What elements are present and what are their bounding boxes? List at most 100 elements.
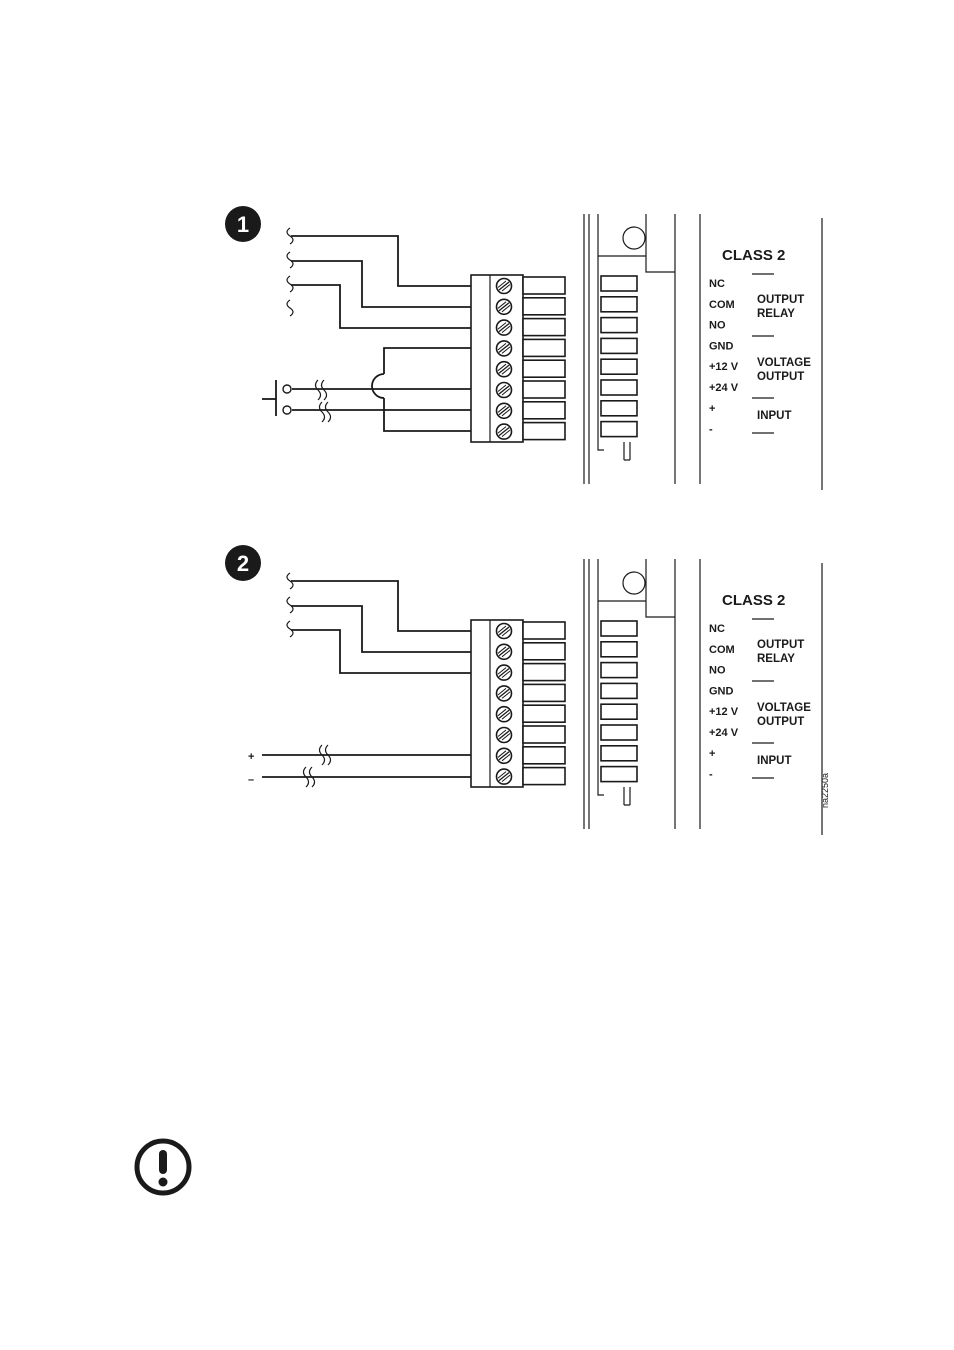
terminal-plug-pin — [523, 747, 565, 764]
terminal-plug-pin — [523, 664, 565, 681]
pin-label: COM — [709, 644, 735, 656]
wire-break-symbols — [287, 228, 293, 316]
figure-id: na2250a — [820, 773, 830, 808]
terminal-plug-pin — [523, 381, 565, 398]
terminal-screw — [497, 728, 512, 743]
relay-wires — [291, 236, 472, 328]
pin-label: GND — [709, 685, 734, 697]
input-plus-label: + — [248, 751, 254, 763]
device-socket — [601, 359, 637, 374]
terminal-screw — [497, 686, 512, 701]
terminal-screw — [497, 320, 512, 335]
device-socket — [601, 767, 637, 782]
group-label: OUTPUT — [757, 371, 804, 383]
terminal-plug-pin — [523, 705, 565, 722]
pin-label: +12 V — [709, 361, 739, 373]
terminal-screw — [497, 769, 512, 784]
wiring-diagram-2: 2 + – — [0, 545, 954, 850]
group-label: RELAY — [757, 308, 795, 320]
pin-label: GND — [709, 340, 734, 352]
terminal-screw — [497, 362, 512, 377]
terminal-screw — [497, 748, 512, 763]
wire-break-symbols — [287, 573, 293, 637]
pin-label: NO — [709, 665, 726, 677]
terminal-screw — [497, 665, 512, 680]
label-panel: CLASS 2 NC COM NO GND +12 V +24 V + - OUTPUT REL… — [709, 592, 811, 781]
device-socket — [601, 297, 637, 312]
device-socket — [601, 621, 637, 636]
device-socket — [601, 401, 637, 416]
terminal-screw — [497, 624, 512, 639]
pin-label: + — [709, 403, 715, 415]
pin-label: NO — [709, 320, 726, 332]
terminal-plug-pin — [523, 684, 565, 701]
group-label: OUTPUT — [757, 716, 804, 728]
terminal-plug-pin — [523, 298, 565, 315]
device-socket — [601, 683, 637, 698]
switch-wiring — [262, 348, 472, 431]
terminal-block — [471, 275, 565, 442]
group-label: VOLTAGE — [757, 702, 811, 714]
terminal-screw — [497, 707, 512, 722]
group-label: OUTPUT — [757, 294, 804, 306]
terminal-plug-pin — [523, 277, 565, 294]
group-label: INPUT — [757, 410, 792, 422]
pin-label: NC — [709, 278, 725, 290]
device-socket — [601, 642, 637, 657]
step-badge-1: 1 — [225, 206, 261, 242]
device-panel — [584, 559, 822, 835]
device-socket — [601, 663, 637, 678]
pin-label: NC — [709, 623, 725, 635]
terminal-screw — [497, 644, 512, 659]
panel-title: CLASS 2 — [722, 592, 785, 609]
relay-wires — [291, 581, 472, 673]
pin-label: - — [709, 424, 713, 436]
device-panel — [584, 214, 822, 490]
label-panel: CLASS 2 NC COM NO GND +12 V +24 V + - OUTPUT REL… — [709, 247, 811, 436]
terminal-plug-pin — [523, 726, 565, 743]
svg-text:2: 2 — [237, 551, 249, 576]
wiring-diagram-1-svg: 1 — [0, 200, 954, 500]
terminal-screw — [497, 383, 512, 398]
group-label: VOLTAGE — [757, 357, 811, 369]
device-socket — [601, 380, 637, 395]
pin-label: COM — [709, 299, 735, 311]
pin-label: +24 V — [709, 382, 739, 394]
terminal-screw — [497, 341, 512, 356]
group-label: RELAY — [757, 653, 795, 665]
terminal-plug-pin — [523, 339, 565, 356]
device-socket — [601, 704, 637, 719]
pin-label: + — [709, 748, 715, 760]
group-label: INPUT — [757, 755, 792, 767]
terminal-screw — [497, 424, 512, 439]
pin-label: +12 V — [709, 706, 739, 718]
panel-title: CLASS 2 — [722, 247, 785, 264]
exclamation-circle-icon — [133, 1137, 193, 1197]
device-socket — [601, 422, 637, 437]
pin-label: - — [709, 769, 713, 781]
input-minus-label: – — [248, 774, 254, 786]
device-socket — [601, 276, 637, 291]
svg-text:1: 1 — [237, 212, 249, 237]
terminal-plug-pin — [523, 643, 565, 660]
device-socket — [601, 338, 637, 353]
wiring-diagram-1: 1 — [0, 200, 954, 500]
terminal-screw — [497, 279, 512, 294]
group-label: OUTPUT — [757, 639, 804, 651]
device-socket — [601, 318, 637, 333]
input-wiring: + – — [248, 745, 472, 787]
terminal-plug-pin — [523, 402, 565, 419]
step-badge-2: 2 — [225, 545, 261, 581]
device-socket — [601, 746, 637, 761]
terminal-screw — [497, 403, 512, 418]
terminal-plug-pin — [523, 768, 565, 785]
device-socket — [601, 725, 637, 740]
terminal-plug-pin — [523, 360, 565, 377]
pin-label: +24 V — [709, 727, 739, 739]
terminal-plug-pin — [523, 319, 565, 336]
terminal-plug-pin — [523, 423, 565, 440]
terminal-plug-pin — [523, 622, 565, 639]
terminal-block — [471, 620, 565, 787]
wiring-diagram-2-svg: 2 + – — [0, 545, 954, 850]
terminal-screw — [497, 299, 512, 314]
